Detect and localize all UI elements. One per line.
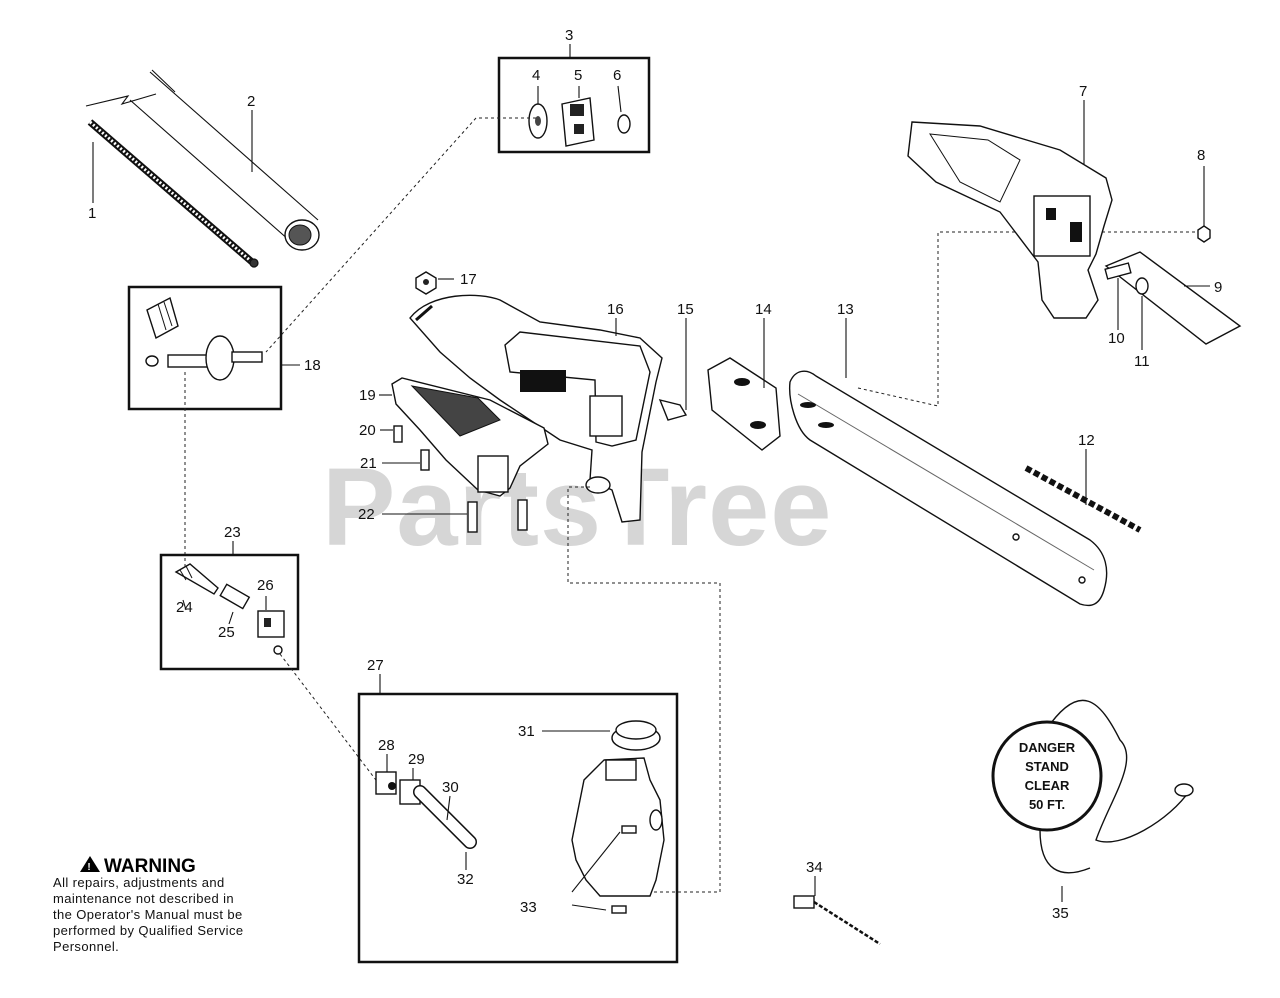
callout-22[interactable]: 22 — [358, 506, 375, 523]
tank-screws-part[interactable] — [611, 825, 637, 914]
callout-4[interactable]: 4 — [532, 67, 540, 84]
kit-box-18 — [127, 285, 283, 411]
screw-20-part[interactable] — [393, 425, 403, 443]
callout-7[interactable]: 7 — [1079, 83, 1087, 100]
tube-part[interactable] — [129, 69, 320, 251]
drive-shaft-part[interactable] — [85, 93, 259, 268]
callout-33[interactable]: 33 — [520, 899, 537, 916]
callout-34[interactable]: 34 — [806, 859, 823, 876]
callout-29[interactable]: 29 — [408, 751, 425, 768]
callout-8[interactable]: 8 — [1197, 147, 1205, 164]
bushing-part[interactable] — [219, 583, 251, 610]
dash-23-to-27 — [279, 653, 383, 789]
saw-chain-part[interactable] — [1024, 465, 1142, 533]
guide-bar-part[interactable] — [788, 370, 1108, 607]
warning-line-5: Personnel. — [53, 939, 119, 954]
callout-24[interactable]: 24 — [176, 599, 193, 616]
warning-line-3: the Operator's Manual must be — [53, 907, 243, 922]
bar-nut-part[interactable] — [1197, 225, 1211, 243]
warning-title: WARNING — [104, 856, 196, 877]
callout-5[interactable]: 5 — [574, 67, 582, 84]
callout-27[interactable]: 27 — [367, 657, 384, 674]
callout-32[interactable]: 32 — [457, 871, 474, 888]
watermark: PartsTree — [322, 446, 832, 569]
callout-31[interactable]: 31 — [518, 723, 535, 740]
screw-21-part[interactable] — [420, 449, 430, 471]
warning-line-4: performed by Qualified Service — [53, 923, 243, 938]
worm-gear-part[interactable] — [174, 563, 219, 595]
warning-line-1: All repairs, adjustments and — [53, 875, 225, 890]
callout-18[interactable]: 18 — [304, 357, 321, 374]
tool-34-part[interactable] — [793, 895, 881, 946]
callout-9[interactable]: 9 — [1214, 279, 1222, 296]
callout-12[interactable]: 12 — [1078, 432, 1095, 449]
warning-icon — [80, 856, 100, 872]
oil-cap-part[interactable] — [611, 720, 661, 751]
kit-box-3 — [497, 56, 651, 154]
callout-3[interactable]: 3 — [565, 27, 573, 44]
gear-housing-cover-part[interactable] — [409, 294, 688, 523]
sprocket-cover-part[interactable] — [907, 121, 1113, 319]
decal-line-3: CLEAR — [1025, 778, 1070, 793]
danger-decal[interactable]: DANGER STAND CLEAR 50 FT. — [991, 720, 1103, 832]
adjuster-pin-part[interactable] — [1104, 262, 1132, 280]
callout-25[interactable]: 25 — [218, 624, 235, 641]
filter-holder-part[interactable] — [375, 771, 397, 795]
tool-wrench-part[interactable] — [1104, 251, 1242, 345]
callout-14[interactable]: 14 — [755, 301, 772, 318]
callout-11[interactable]: 11 — [1134, 353, 1150, 370]
decal-line-4: 50 FT. — [1029, 797, 1065, 812]
dash-3-to-18 — [265, 117, 536, 353]
retaining-ring-part[interactable] — [617, 114, 631, 134]
callout-26[interactable]: 26 — [257, 577, 274, 594]
guide-plate-part[interactable] — [707, 357, 781, 451]
callout-23[interactable]: 23 — [224, 524, 241, 541]
gear-shaft-part[interactable] — [145, 335, 263, 381]
gear-housing-part[interactable] — [391, 377, 549, 497]
screw-22-part[interactable] — [467, 499, 528, 533]
oil-tank-part[interactable] — [571, 757, 665, 897]
callout-30[interactable]: 30 — [442, 779, 459, 796]
callout-19[interactable]: 19 — [359, 387, 376, 404]
callout-2[interactable]: 2 — [247, 93, 255, 110]
callout-16[interactable]: 16 — [607, 301, 624, 318]
callout-28[interactable]: 28 — [378, 737, 395, 754]
svg-text:!: ! — [87, 862, 90, 873]
callout-6[interactable]: 6 — [613, 67, 621, 84]
washer-part[interactable] — [528, 103, 548, 139]
washer-11-part[interactable] — [1135, 277, 1149, 295]
callout-15[interactable]: 15 — [677, 301, 694, 318]
callout-21[interactable]: 21 — [360, 455, 377, 472]
callout-10[interactable]: 10 — [1108, 330, 1125, 347]
callout-1[interactable]: 1 — [88, 205, 96, 222]
oil-pump-body-part[interactable] — [257, 610, 285, 655]
dash-housing-to-tank — [567, 486, 721, 893]
callout-20[interactable]: 20 — [359, 422, 376, 439]
kit-box-23 — [159, 553, 300, 671]
decal-line-1: DANGER — [1019, 740, 1076, 755]
clutch-drum-part[interactable] — [561, 97, 595, 147]
callout-13[interactable]: 13 — [837, 301, 854, 318]
warning-line-2: maintenance not described in — [53, 891, 234, 906]
callout-17[interactable]: 17 — [460, 271, 477, 288]
kit-box-27 — [357, 692, 679, 964]
callout-35[interactable]: 35 — [1052, 905, 1069, 922]
decal-line-2: STAND — [1025, 759, 1069, 774]
nut-part[interactable] — [415, 271, 437, 295]
drive-gear-part[interactable] — [146, 296, 179, 340]
warning-block: ! WARNING All repairs, adjustments and m… — [53, 856, 243, 954]
oil-hose-part[interactable] — [413, 785, 477, 849]
